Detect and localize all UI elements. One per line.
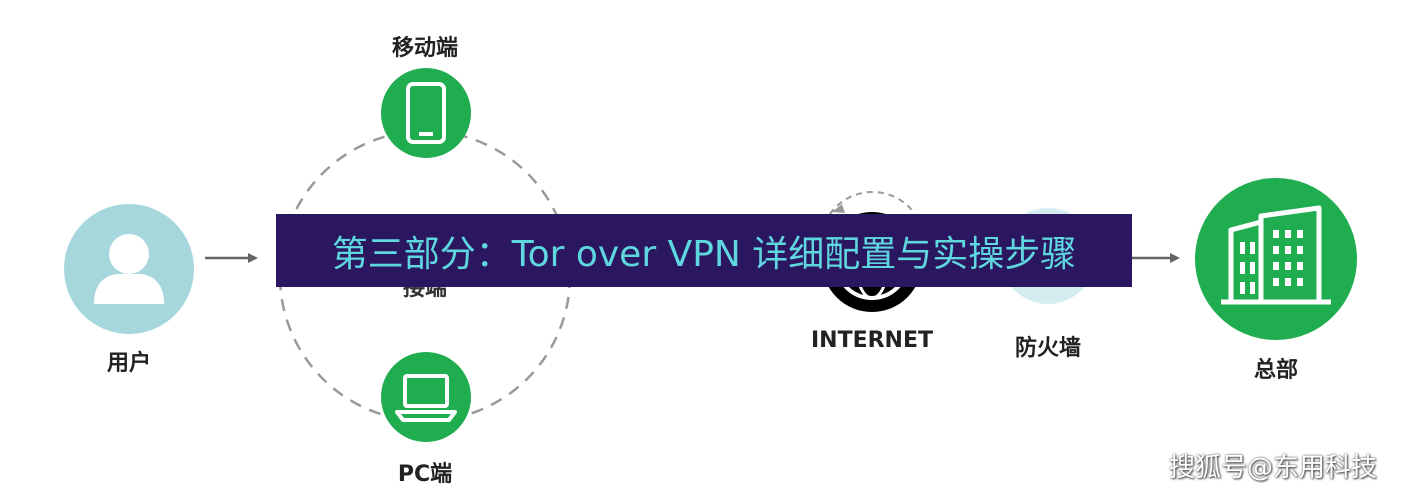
banner-title: 第三部分：Tor over VPN 详细配置与实操步骤 xyxy=(331,233,1077,275)
building-icon xyxy=(1221,205,1331,305)
hq-arrow xyxy=(1132,253,1180,263)
pc-label: PC端 xyxy=(397,462,453,487)
pc-node xyxy=(381,352,471,442)
internet-label: INTERNET xyxy=(810,328,934,353)
internet-orbit xyxy=(829,191,916,215)
user-arrow xyxy=(205,253,258,263)
user-label: 用户 xyxy=(106,351,152,376)
phone-icon xyxy=(406,82,446,144)
mobile-label: 移动端 xyxy=(391,36,459,61)
user-node xyxy=(64,204,194,334)
firewall-label: 防火墙 xyxy=(1014,336,1082,361)
user-icon xyxy=(94,234,164,304)
mobile-node xyxy=(381,68,471,158)
title-banner: 第三部分：Tor over VPN 详细配置与实操步骤 xyxy=(276,214,1132,287)
laptop-icon xyxy=(395,374,457,422)
hq-label: 总部 xyxy=(1253,358,1299,383)
hq-node xyxy=(1195,178,1357,340)
watermark: 搜狐号@东用科技 xyxy=(1168,453,1377,483)
